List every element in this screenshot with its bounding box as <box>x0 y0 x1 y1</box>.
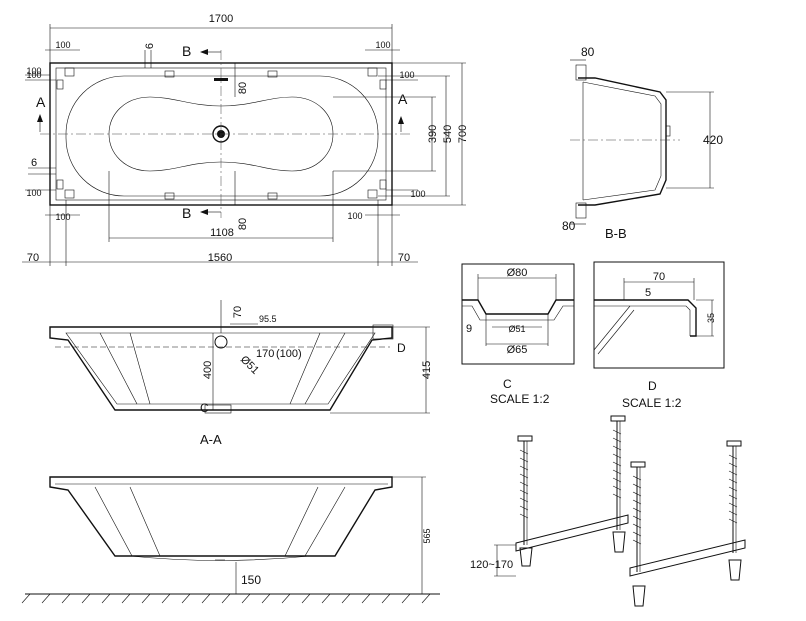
bb-label: B-B <box>605 226 627 241</box>
detail-d-scale: SCALE 1:2 <box>622 396 682 410</box>
elev-base-150: 150 <box>241 573 261 587</box>
detail-d-dim-5: 5 <box>645 287 651 299</box>
aa-label: A-A <box>200 432 222 447</box>
section-b-bottom: B <box>182 205 191 221</box>
detail-d-title: D <box>648 379 657 393</box>
aa-overflow-hole <box>214 335 228 349</box>
detail-c-dia-65: Ø65 <box>507 344 528 356</box>
detail-d-frame <box>593 261 725 369</box>
bb-dim-80-bottom: 80 <box>562 219 576 233</box>
aa-detail-d: D <box>397 341 406 355</box>
support-pads <box>56 67 387 200</box>
dim-1560: 1560 <box>208 252 232 264</box>
svg-text:100: 100 <box>375 40 390 50</box>
detail-c-title: C <box>503 377 512 391</box>
detail-c-dia-80: Ø80 <box>507 267 528 279</box>
frame-bar-front <box>629 539 746 577</box>
svg-text:100: 100 <box>399 70 414 80</box>
section-bb: 420 80 80 B-B <box>562 45 723 241</box>
dim-700: 700 <box>457 125 469 143</box>
dim-80-bottom: 80 <box>237 218 249 230</box>
bb-outline <box>578 77 667 206</box>
elev-outline <box>49 476 393 557</box>
side-elevation: 565 150 <box>21 476 440 604</box>
aa-dim-170: 170 <box>256 348 274 360</box>
dim-390: 390 <box>427 125 439 143</box>
dim-80-top: 80 <box>237 82 249 94</box>
dim-6-top: 6 <box>144 43 156 49</box>
aa-outline <box>49 326 393 411</box>
aa-depth-415: 415 <box>421 361 433 379</box>
plan-basin-outline <box>65 75 379 197</box>
svg-text:100: 100 <box>26 188 41 198</box>
dim-1700: 1700 <box>209 13 233 25</box>
dim-6-left: 6 <box>31 157 37 169</box>
section-a-left: A <box>36 94 46 110</box>
dim-rim-right: 70 <box>398 252 410 264</box>
svg-text:100: 100 <box>26 66 41 76</box>
section-aa: 70 95.5 170 (100) Ø51 400 415 C D A-A <box>49 300 433 447</box>
section-a-right: A <box>398 91 408 107</box>
aa-detail-c: C <box>200 401 209 415</box>
aa-dim-70: 70 <box>232 306 244 318</box>
plan-view: 1700 70 1560 70 1108 700 540 390 80 80 <box>22 13 469 266</box>
bb-depth-420: 420 <box>703 133 723 147</box>
svg-text:100: 100 <box>347 211 362 221</box>
dim-1108: 1108 <box>210 227 234 239</box>
bb-dim-80-top: 80 <box>581 45 595 59</box>
aa-dim-100: (100) <box>276 348 302 360</box>
dim-540: 540 <box>442 125 454 143</box>
detail-c-scale: SCALE 1:2 <box>490 392 550 406</box>
plan-bottom-outline <box>108 96 334 172</box>
detail-d-dim-70: 70 <box>653 271 665 283</box>
support-frame: 120~170 <box>470 415 746 607</box>
elev-height-565: 565 <box>422 528 432 543</box>
svg-text:100: 100 <box>410 189 425 199</box>
detail-c-frame <box>461 263 575 365</box>
aa-dim-95-5: 95.5 <box>259 314 277 324</box>
svg-text:100: 100 <box>55 40 70 50</box>
floor-hatch <box>21 593 431 604</box>
detail-c-dim-9: 9 <box>466 323 472 335</box>
dim-rim-left: 70 <box>27 252 39 264</box>
leg-adjust-range: 120~170 <box>470 559 513 571</box>
frame-bar-back <box>515 514 629 552</box>
overflow <box>214 78 228 81</box>
aa-depth-400: 400 <box>202 361 214 379</box>
svg-text:100: 100 <box>55 212 70 222</box>
section-b-top: B <box>182 43 191 59</box>
detail-c-dia-51: Ø51 <box>508 324 525 334</box>
detail-d-dim-35: 35 <box>706 313 716 323</box>
detail-d: 70 5 35 D SCALE 1:2 <box>593 261 725 410</box>
dim-100-group: 100 100 100 100 100 100 100 100 100 <box>25 40 426 222</box>
detail-c: Ø80 Ø51 Ø65 9 C SCALE 1:2 <box>461 263 575 406</box>
